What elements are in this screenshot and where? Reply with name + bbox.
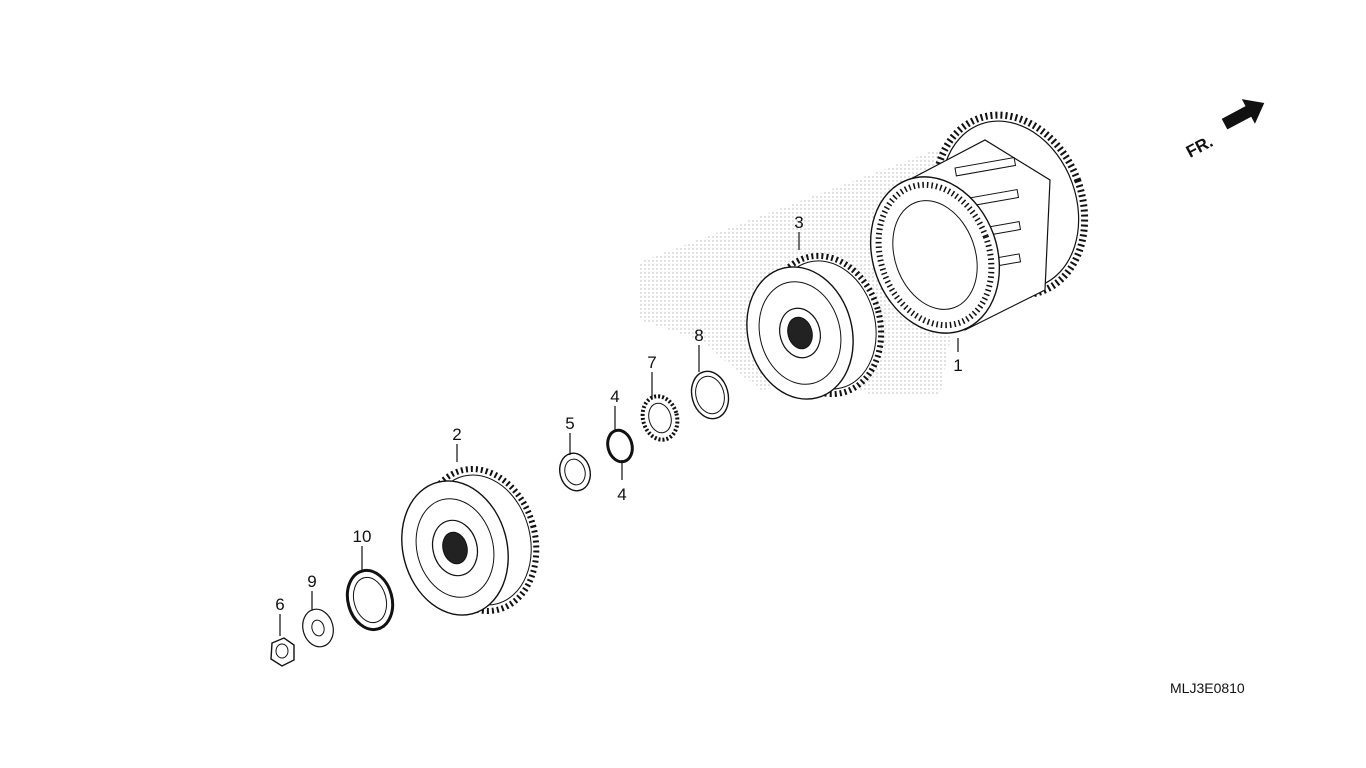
lock-washer-7	[640, 394, 680, 442]
callout-7: 7	[647, 353, 656, 372]
callout-10: 10	[353, 527, 372, 546]
thrust-washer-8	[690, 370, 730, 420]
diagram-code: MLJ3E0810	[1170, 680, 1245, 696]
clutch-center-2-hub	[442, 531, 468, 565]
callout-1: 1	[953, 356, 962, 375]
leader-lines	[279, 232, 959, 636]
snap-ring-4	[606, 428, 634, 464]
callout-8: 8	[694, 326, 703, 345]
clutch-center-2	[401, 466, 540, 616]
callout-6: 6	[275, 595, 284, 614]
callout-4-upper: 4	[610, 387, 619, 406]
callout-3: 3	[794, 213, 803, 232]
washer-9	[302, 608, 334, 648]
front-label: FR.	[1183, 132, 1216, 162]
thrust-washer-5	[558, 452, 592, 492]
callout-2: 2	[452, 425, 461, 444]
clutch-center-3-hub	[787, 316, 813, 350]
callout-5: 5	[565, 414, 574, 433]
front-arrow-icon	[1221, 99, 1265, 130]
clutch-outer-drum	[869, 111, 1089, 334]
lock-nut-6	[270, 637, 295, 667]
oil-seal-10	[345, 568, 395, 632]
callout-9: 9	[307, 572, 316, 591]
front-direction-indicator: FR.	[1183, 99, 1265, 162]
clutch-center-3	[746, 252, 885, 400]
callout-4-lower: 4	[617, 485, 626, 504]
